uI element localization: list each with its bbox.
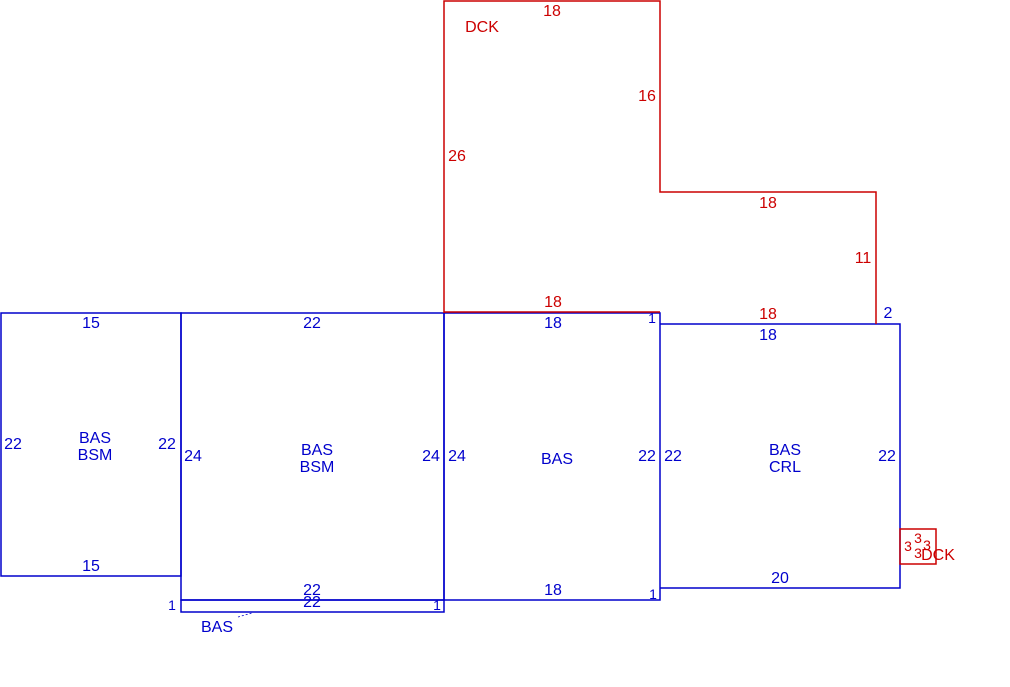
labels-bas-main: 18 18 24 22 1 1 BAS <box>448 310 657 602</box>
dim-bottom-right-offset: 1 <box>649 586 657 602</box>
dim-bottom-left: 18 <box>544 294 562 311</box>
area-code-line-2: BSM <box>78 447 113 464</box>
dim-left: 22 <box>4 436 22 453</box>
dim-left: 1 <box>168 597 176 613</box>
dim-top: 18 <box>543 3 561 20</box>
dim-top: 3 <box>914 530 922 546</box>
deck-code: DCK <box>465 19 499 36</box>
dim-top: 18 <box>759 327 777 344</box>
deck-small-outline <box>899 528 937 565</box>
area-code-line-1: BAS <box>769 442 801 459</box>
dim-bottom: 22 <box>303 582 321 599</box>
area-code-line-2: BSM <box>300 459 335 476</box>
dim-right: 11 <box>855 250 872 267</box>
dim-upper-right: 16 <box>638 88 656 105</box>
dim-bottom: 20 <box>771 570 789 587</box>
dim-top: 22 <box>303 315 321 332</box>
dim-right: 1 <box>433 597 441 613</box>
living-area-outlines <box>0 312 901 613</box>
dim-right: 22 <box>878 448 896 465</box>
labels-bas-bsm-left: 15 15 22 22 BAS BSM <box>4 315 176 575</box>
labels-bas-bsm-center: 22 22 24 24 BAS BSM <box>184 315 440 599</box>
dim-right: 3 <box>923 537 931 553</box>
deck-outlines <box>443 0 937 565</box>
labels-bas-strip: 22 1 1 BAS <box>168 594 441 636</box>
dim-left: 22 <box>664 448 682 465</box>
dim-right: 24 <box>422 448 440 465</box>
dim-left: 3 <box>904 538 912 554</box>
dim-right: 22 <box>638 448 656 465</box>
dim-top-right-offset: 1 <box>648 310 656 326</box>
area-bas-strip <box>180 599 445 613</box>
dim-left: 24 <box>448 448 466 465</box>
area-code: BAS <box>201 619 233 636</box>
dim-right: 22 <box>158 436 176 453</box>
deck-code: DCK <box>921 547 955 564</box>
dim-bottom: 15 <box>82 558 100 575</box>
dim-top: 15 <box>82 315 100 332</box>
labels-dck-small: 3 3 3 3 DCK <box>904 530 955 564</box>
dim-bottom: 18 <box>544 582 562 599</box>
area-code: BAS <box>541 451 573 468</box>
area-code-line-1: BAS <box>79 430 111 447</box>
deck-main-outline <box>443 0 877 324</box>
dim-top: 18 <box>544 315 562 332</box>
dim-left: 26 <box>448 148 466 165</box>
dim-top: 22 <box>303 594 321 611</box>
dim-bottom: 3 <box>914 545 922 561</box>
strip-leader-line <box>237 612 253 618</box>
dim-left: 24 <box>184 448 202 465</box>
area-bas-main <box>443 312 661 601</box>
dim-middle: 18 <box>759 195 777 212</box>
area-bas-crl <box>660 323 901 589</box>
area-code-line-1: BAS <box>301 442 333 459</box>
area-code-line-2: CRL <box>769 459 801 476</box>
dim-bottom-right: 18 <box>759 306 777 323</box>
dim-top-right-offset: 2 <box>884 305 893 322</box>
labels-dck-main: DCK 18 16 26 18 11 18 18 <box>448 3 871 323</box>
labels-bas-crl: 18 20 22 22 2 BAS CRL <box>664 305 896 587</box>
